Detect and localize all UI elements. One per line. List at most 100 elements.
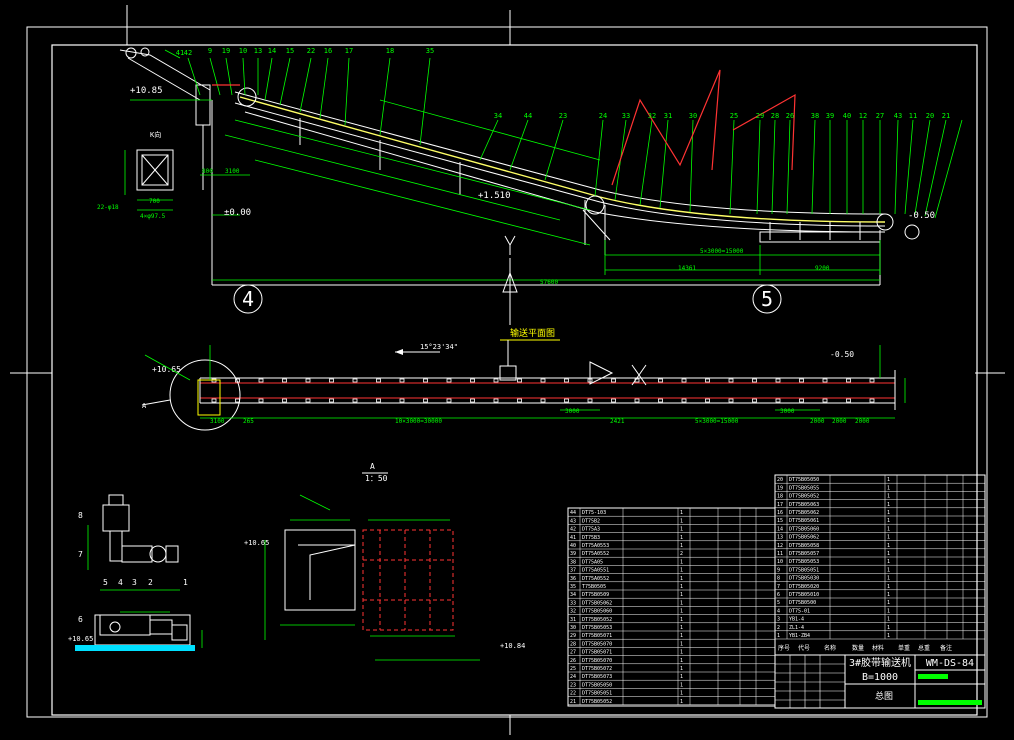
bom-qty: 1 (887, 518, 890, 524)
idler-mark (446, 378, 452, 383)
callout-label: 26 (786, 112, 794, 120)
callout-label: 40 (843, 112, 851, 120)
idler-mark (752, 378, 757, 383)
bom-no: 10 (777, 559, 783, 565)
callout-label: 18 (386, 47, 394, 55)
drive-callout: 5 (103, 578, 108, 587)
callout-label: 33 (622, 112, 630, 120)
bom-qty: 1 (887, 502, 890, 508)
elevation-view: 4 5 +10.85 ±0.00 +1.510 -0.50 57600 1436… (97, 47, 963, 325)
bom-qty: 1 (680, 576, 683, 582)
plan-view: 输送平面图 15°23'34" A (141, 327, 906, 431)
bom-no: 36 (570, 576, 576, 582)
callout-label: 43 (894, 112, 902, 120)
bom-no: 16 (777, 510, 783, 516)
bom-code: DT75B05010 (789, 592, 819, 598)
bom-qty: 1 (680, 674, 683, 680)
plan-dim-2: 5×3000=15000 (695, 418, 739, 425)
callout-label: 22 (307, 47, 315, 55)
bom-no: 20 (777, 477, 783, 483)
bom-code: DT75B05050 (582, 682, 612, 688)
bom-no: 30 (570, 625, 576, 631)
bom-header-cell: 代号 (798, 644, 810, 652)
bom-no: 44 (570, 510, 576, 516)
callout-label: 38 (811, 112, 819, 120)
idler-mark (352, 378, 358, 383)
callout-label: 9 (208, 47, 212, 55)
bom-code: DT75B0500 (789, 600, 816, 606)
bom-no: 6 (777, 592, 780, 598)
idler-mark (846, 398, 851, 403)
idler-mark (282, 398, 287, 403)
plan-angle: 15°23'34" (420, 343, 458, 351)
idler-mark (329, 398, 334, 403)
bom-code: DT75B05070 (582, 641, 612, 647)
k-view-label: K向 (150, 130, 161, 139)
bom-qty: 1 (680, 518, 683, 524)
bom-qty: 1 (680, 682, 683, 688)
idler-mark (587, 398, 593, 403)
idler-mark (517, 378, 522, 383)
idler-mark (282, 378, 287, 383)
detail-elev-left: +10.65 (244, 539, 269, 547)
callout-label: 14 (268, 47, 276, 55)
bom-no: 39 (570, 551, 576, 557)
bom-qty: 1 (887, 625, 890, 631)
callout-label: 24 (599, 112, 607, 120)
idler-mark (446, 398, 452, 403)
bom-code: DT75A0551 (582, 568, 609, 574)
bom-no: 13 (777, 535, 783, 541)
idler-mark (305, 378, 311, 383)
callout-label: 27 (876, 112, 884, 120)
title-machine: 3#胶带输送机 (849, 656, 911, 669)
idler-mark (423, 398, 428, 403)
plan-view-title: 输送平面图 (510, 327, 555, 339)
bom-no: 29 (570, 633, 576, 639)
bom-code: DT75B05052 (582, 617, 612, 623)
bom-qty: 1 (680, 559, 683, 565)
dim-head-w: 800 (202, 168, 213, 175)
bom-no: 14 (777, 526, 783, 532)
idler-mark (305, 398, 311, 403)
bom-code: DT75B05020 (789, 584, 819, 590)
drive-elev: +10.65 (68, 635, 93, 643)
plan-dim-mid: 2421 (610, 418, 625, 425)
bom-code: DT75A0552 (582, 551, 609, 557)
bom-no: 40 (570, 543, 576, 549)
plan-dim-seg: 3000 (565, 408, 580, 415)
bom-no: 4 (777, 608, 780, 614)
bom-code: DT75A0552 (582, 576, 609, 582)
idler-mark (822, 378, 828, 383)
idler-mark (681, 398, 687, 403)
idler-mark (799, 398, 804, 403)
elev-ground: ±0.00 (224, 208, 251, 218)
idler-mark (329, 378, 334, 383)
bom-code: DT75B2 (582, 518, 600, 524)
bom-qty: 1 (680, 691, 683, 697)
bom-no: 32 (570, 609, 576, 615)
bom-header-cell: 序号 (778, 644, 790, 652)
bom-qty: 1 (680, 641, 683, 647)
bom-header-cell: 数量 (852, 644, 864, 652)
dim-kview-bolt: 4×φ97.5 (140, 213, 166, 220)
idler-mark (564, 398, 569, 403)
bom-no: 41 (570, 535, 576, 541)
idler-mark (211, 398, 217, 403)
callout-label: 28 (771, 112, 779, 120)
bom-qty: 1 (680, 633, 683, 639)
detail-elev-right: +10.84 (500, 642, 525, 650)
bom-code: DT75B05062 (789, 535, 819, 541)
dim-head-h: 3100 (225, 168, 240, 175)
